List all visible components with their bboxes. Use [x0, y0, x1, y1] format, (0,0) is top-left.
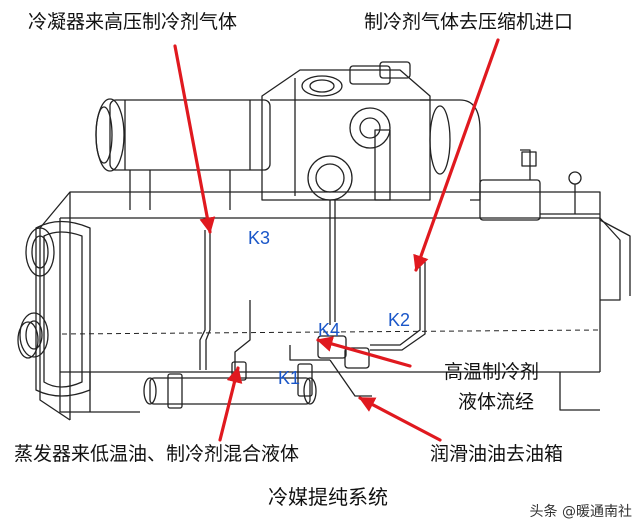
main-shell — [59, 217, 621, 373]
oil-tank-label: 润滑油油去油箱 — [430, 443, 564, 465]
watermark: 头条 @暖通南社 — [529, 504, 632, 520]
support-legs — [59, 372, 600, 413]
valve-k3-label: K3 — [248, 228, 271, 248]
suction-pipe — [374, 99, 481, 201]
arrow-oil-tank — [358, 396, 442, 442]
arrow-high-temp — [316, 336, 412, 368]
base-frame — [39, 191, 631, 421]
compressor-body — [261, 61, 431, 201]
front-cover — [17, 220, 91, 397]
purge-piping — [199, 200, 426, 375]
high-temp-label-line2: 液体流经 — [458, 391, 535, 413]
evaporator-label: 蒸发器来低温油、制冷剂混合液体 — [14, 443, 300, 465]
arrow-evaporator — [218, 366, 243, 442]
valve-k2-label: K2 — [388, 310, 411, 330]
valve-k4-label: K4 — [318, 320, 341, 340]
high-temp-label-line1: 高温制冷剂 — [444, 361, 540, 383]
arrow-compressor-inlet — [413, 38, 500, 272]
compressor-inlet-label: 制冷剂气体去压缩机进口 — [364, 11, 574, 33]
condenser-label: 冷凝器来高压制冷剂气体 — [28, 11, 238, 33]
diagram-title: 冷媒提纯系统 — [268, 485, 388, 509]
condenser-shell — [95, 98, 271, 210]
valve-k1-label: K1 — [278, 368, 301, 388]
arrow-condenser — [173, 44, 216, 234]
right-hardware — [479, 149, 600, 221]
